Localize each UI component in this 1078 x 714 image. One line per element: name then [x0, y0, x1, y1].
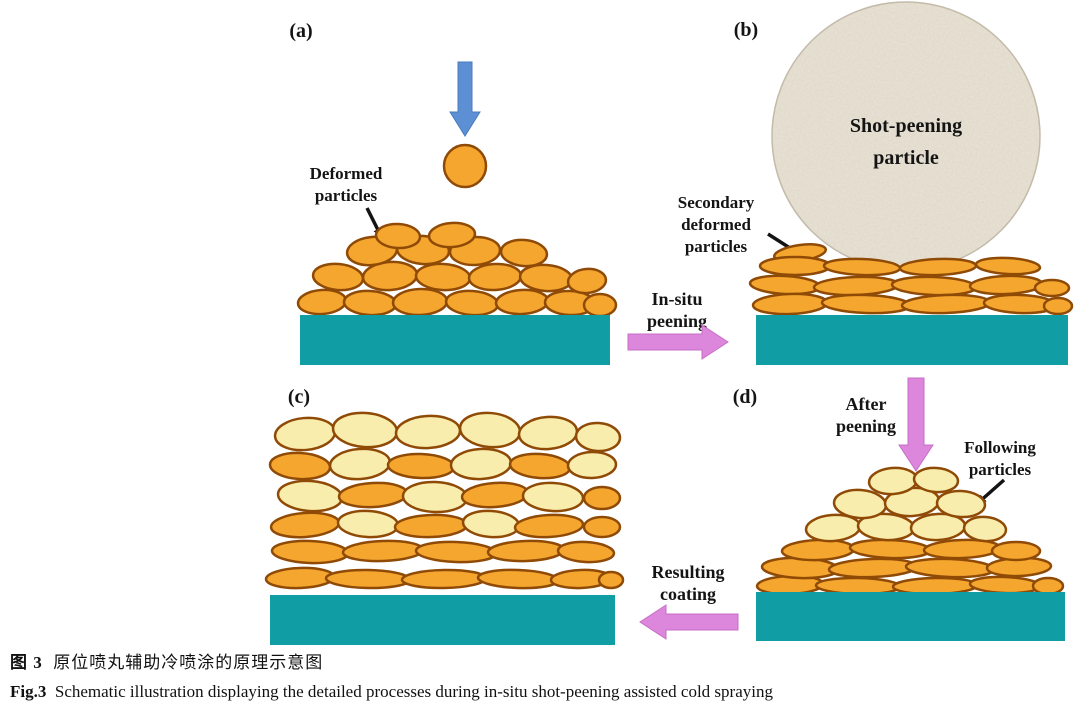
following-label-line1: Following: [964, 438, 1036, 457]
panel-b-label: (b): [734, 19, 758, 41]
incoming-particle: [442, 143, 488, 189]
secondary-label-line2: deformed: [681, 215, 751, 234]
shot-peening-particle-texture: [772, 2, 1040, 270]
after-peening-label-line1: After: [846, 394, 887, 414]
particle-pile-d: [755, 466, 1065, 596]
panel-c-label: (c): [288, 386, 310, 408]
substrate-d: [756, 592, 1065, 641]
substrate-a: [300, 315, 610, 365]
caption-en: Fig.3 Schematic illustration displaying …: [10, 677, 1070, 706]
after-peening-label-line2: peening: [836, 416, 896, 436]
figure-caption: 图 3 原位喷丸辅助冷喷涂的原理示意图 Fig.3 Schematic illu…: [10, 648, 1070, 706]
caption-zh: 图 3 原位喷丸辅助冷喷涂的原理示意图: [10, 648, 1070, 677]
caption-zh-number: 图 3: [10, 653, 43, 672]
caption-zh-text: 原位喷丸辅助冷喷涂的原理示意图: [53, 653, 324, 672]
substrate-b: [756, 315, 1068, 365]
resulting-label-line2: coating: [660, 584, 716, 604]
impact-down-arrow-icon: [449, 61, 481, 137]
after-peening-arrow-icon: [898, 377, 934, 472]
in-situ-peening-arrow-icon: [627, 324, 729, 360]
particle-pile-a: [296, 221, 618, 318]
following-label-line2: particles: [969, 460, 1032, 479]
shot-peening-label-line1: Shot-peening: [850, 115, 962, 137]
deformed-particles-label-line1: Deformed: [310, 164, 383, 183]
in-situ-label-line2: peening: [647, 311, 707, 331]
schematic-canvas: (a) Deformed particles In-situ peening (…: [264, 1, 1074, 645]
secondary-label-line1: Secondary: [678, 193, 755, 212]
resulting-label-line1: Resulting: [651, 562, 724, 582]
particle-layer-b: [748, 243, 1074, 316]
deformed-particles-label-line2: particles: [315, 186, 378, 205]
panel-a-label: (a): [289, 20, 312, 42]
caption-en-number: Fig.3: [10, 682, 47, 702]
shot-peening-label-line2: particle: [873, 147, 939, 169]
panel-d-label: (d): [733, 386, 757, 408]
substrate-c: [270, 595, 615, 645]
coating-stack-c: [264, 411, 625, 590]
caption-en-text: Schematic illustration displaying the de…: [54, 682, 773, 702]
in-situ-label-line1: In-situ: [651, 289, 702, 309]
secondary-label-line3: particles: [685, 237, 748, 256]
resulting-coating-arrow-icon: [639, 604, 739, 640]
